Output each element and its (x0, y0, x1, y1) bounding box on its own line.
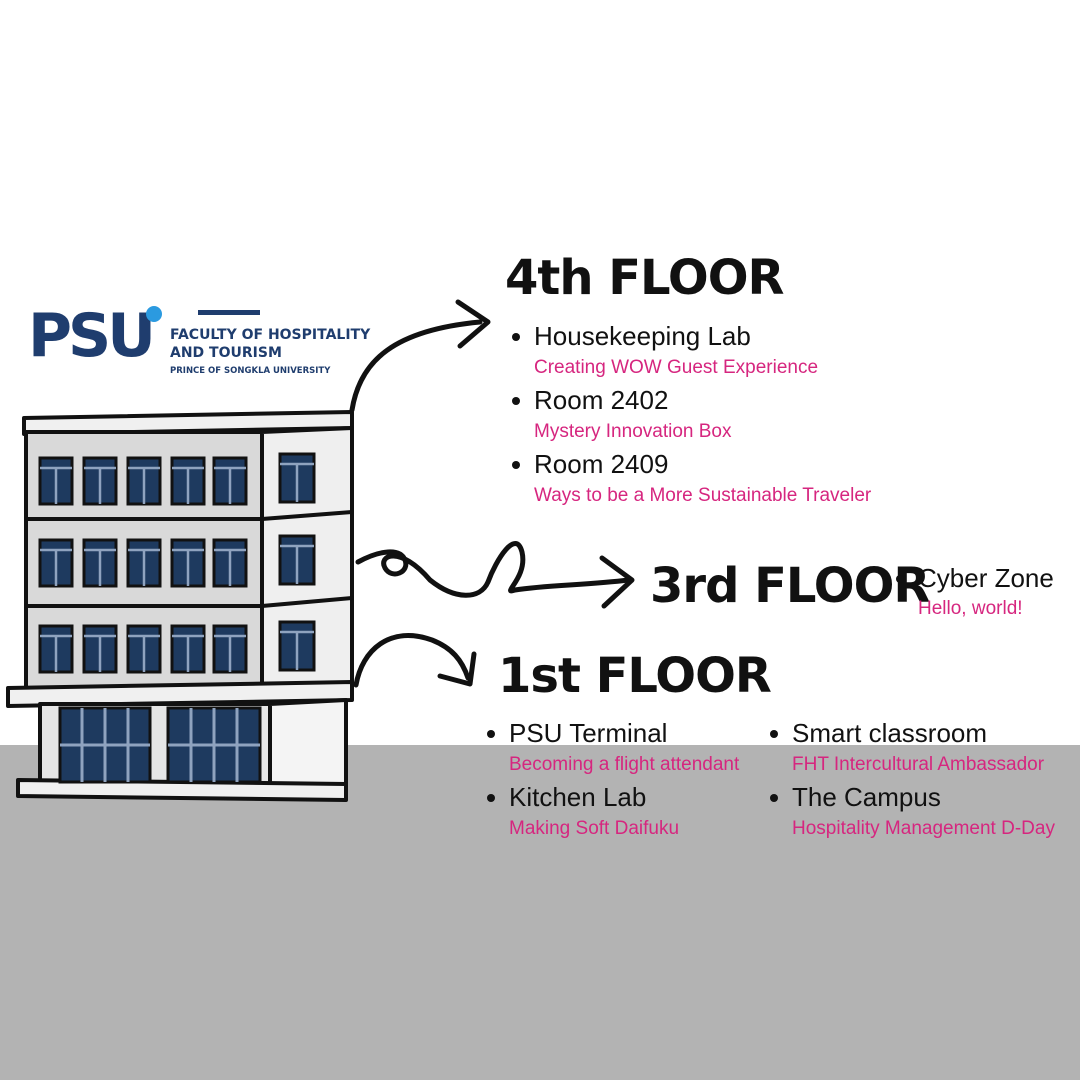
logo-bar (198, 310, 260, 315)
room-activity: Hello, world! (918, 598, 1023, 619)
logo-faculty-line1: FACULTY OF HOSPITALITY (170, 327, 371, 343)
room-activity: Making Soft Daifuku (509, 818, 680, 839)
arrow-to-4th-floor-head (455, 299, 491, 349)
psu-logo: PSU FACULTY OF HOSPITALITY AND TOURISM P… (28, 300, 370, 380)
room-name: The Campus (792, 782, 941, 812)
arrow-to-4th-floor (349, 319, 483, 413)
list-item: PSU Terminal Becoming a flight attendant (483, 717, 739, 781)
floor4-title: 4th FLOOR (505, 250, 784, 306)
arrow-to-1st-floor-head (437, 651, 477, 687)
logo-letters: PSU (28, 301, 156, 371)
floor4-room-list: Housekeeping Lab Creating WOW Guest Expe… (508, 320, 871, 512)
list-item: Room 2409 Ways to be a More Sustainable … (508, 448, 871, 512)
list-item: The Campus Hospitality Management D-Day (766, 781, 1055, 845)
logo-faculty-line2: AND TOURISM (170, 345, 282, 361)
floor1-room-list-right: Smart classroom FHT Intercultural Ambass… (766, 717, 1055, 845)
list-item: Room 2402 Mystery Innovation Box (508, 384, 871, 448)
room-activity: FHT Intercultural Ambassador (792, 754, 1045, 775)
room-activity: Creating WOW Guest Experience (534, 357, 819, 378)
arrow-to-1st-floor (353, 633, 471, 688)
ground-band (0, 745, 1080, 1080)
building-windows (38, 452, 316, 674)
room-name: Room 2409 (534, 449, 669, 479)
loop-arrow-to-3rd-floor (355, 541, 631, 598)
floor1-room-list-left: PSU Terminal Becoming a flight attendant… (483, 717, 739, 845)
ground-floor-glass-mullions (60, 708, 260, 782)
room-name: Room 2402 (534, 385, 669, 415)
room-name: Smart classroom (792, 718, 988, 748)
room-name: Housekeeping Lab (534, 321, 751, 351)
floor3-room-list: Cyber Zone Hello, world! (892, 562, 1054, 624)
list-item: Housekeeping Lab Creating WOW Guest Expe… (508, 320, 871, 384)
list-item: Kitchen Lab Making Soft Daifuku (483, 781, 739, 845)
room-activity: Ways to be a More Sustainable Traveler (534, 485, 872, 506)
floor3-title: 3rd FLOOR (650, 558, 930, 614)
room-name: PSU Terminal (509, 718, 668, 748)
room-activity: Mystery Innovation Box (534, 421, 732, 442)
logo-dot (146, 306, 162, 322)
logo-university-name: PRINCE OF SONGKLA UNIVERSITY (170, 366, 331, 376)
list-item: Cyber Zone Hello, world! (892, 562, 1054, 624)
floor1-title: 1st FLOOR (498, 648, 772, 704)
list-item: Smart classroom FHT Intercultural Ambass… (766, 717, 1055, 781)
loop-arrow-to-3rd-floor-head (599, 555, 635, 609)
room-name: Cyber Zone (918, 563, 1054, 593)
room-name: Kitchen Lab (509, 782, 647, 812)
room-activity: Hospitality Management D-Day (792, 818, 1055, 839)
room-activity: Becoming a flight attendant (509, 754, 740, 775)
